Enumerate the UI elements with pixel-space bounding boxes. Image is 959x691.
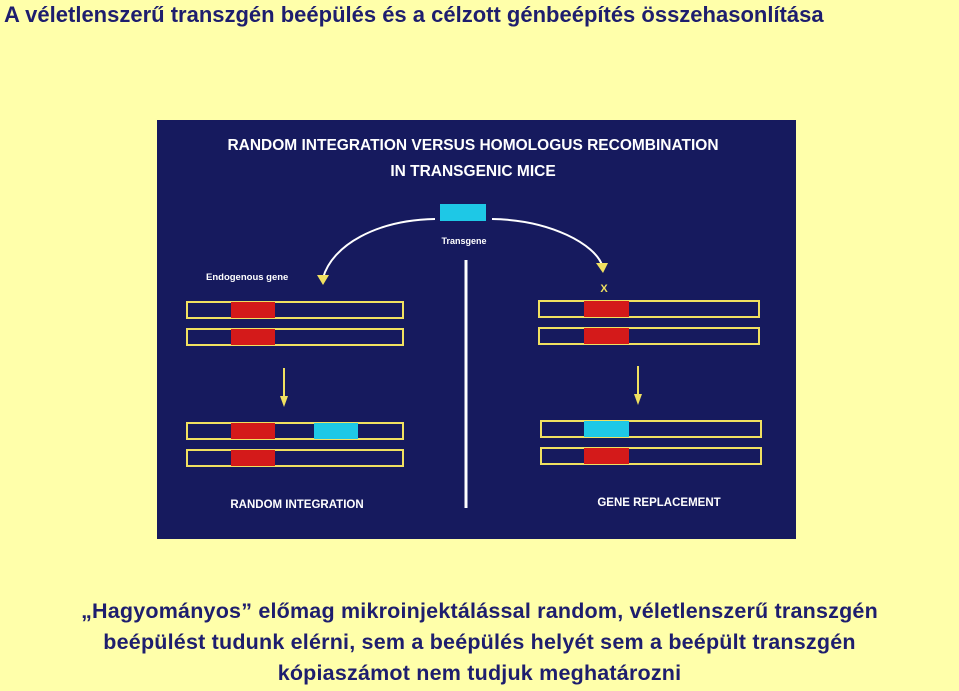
endogenous-gene-label: Endogenous gene (206, 272, 288, 283)
chromosome-strand (540, 447, 762, 465)
diagram-svg: RANDOM INTEGRATION VERSUS HOMOLOGUS RECO… (186, 137, 762, 511)
endogenous-gene-block (584, 328, 629, 344)
left-curved-arrowhead (317, 275, 329, 285)
endogenous-gene-block (231, 450, 275, 466)
diagram-figure: RANDOM INTEGRATION VERSUS HOMOLOGUS RECO… (157, 120, 796, 539)
left-chromosome-pair-after (186, 422, 404, 467)
endogenous-gene-block (231, 329, 275, 345)
left-caption: RANDOM INTEGRATION (230, 499, 363, 511)
chromosome-strand (540, 420, 762, 438)
right-chromosome-pair-before (538, 300, 760, 345)
slide-caption: „Hagyományos” előmag mikroinjektálással … (0, 596, 959, 689)
transgene-label: Transgene (441, 236, 486, 246)
figure-heading-line2: IN TRANSGENIC MICE (390, 163, 555, 180)
left-down-arrowhead (280, 396, 288, 407)
replaced-gene-block (584, 421, 629, 437)
left-chromosome-pair-before (186, 301, 404, 346)
integrated-transgene-block (314, 423, 358, 439)
endogenous-gene-block (584, 301, 629, 317)
chromosome-strand (186, 301, 404, 319)
caption-line-1: „Hagyományos” előmag mikroinjektálással … (81, 599, 878, 623)
chromosome-strand (186, 328, 404, 346)
left-curved-arrow (322, 218, 436, 279)
caption-line-2: beépülést tudunk elérni, sem a beépülés … (103, 630, 856, 654)
chromosome-strand (538, 300, 760, 318)
transgene-block (440, 204, 486, 221)
right-caption: GENE REPLACEMENT (597, 497, 720, 509)
right-curved-arrowhead (596, 263, 608, 273)
endogenous-gene-block (584, 448, 629, 464)
endogenous-gene-block (231, 302, 275, 318)
chromosome-strand (538, 327, 760, 345)
right-down-arrowhead (634, 394, 642, 405)
right-chromosome-pair-after (540, 420, 762, 465)
figure-heading-line1: RANDOM INTEGRATION VERSUS HOMOLOGUS RECO… (227, 137, 718, 154)
chromosome-strand (186, 422, 404, 440)
crossover-mark: X (600, 283, 608, 295)
right-curved-arrow (491, 218, 603, 266)
slide-title: A véletlenszerű transzgén beépülés és a … (4, 2, 824, 27)
endogenous-gene-block (231, 423, 275, 439)
chromosome-strand (186, 449, 404, 467)
caption-line-3: kópiaszámot nem tudjuk meghatározni (277, 661, 682, 685)
